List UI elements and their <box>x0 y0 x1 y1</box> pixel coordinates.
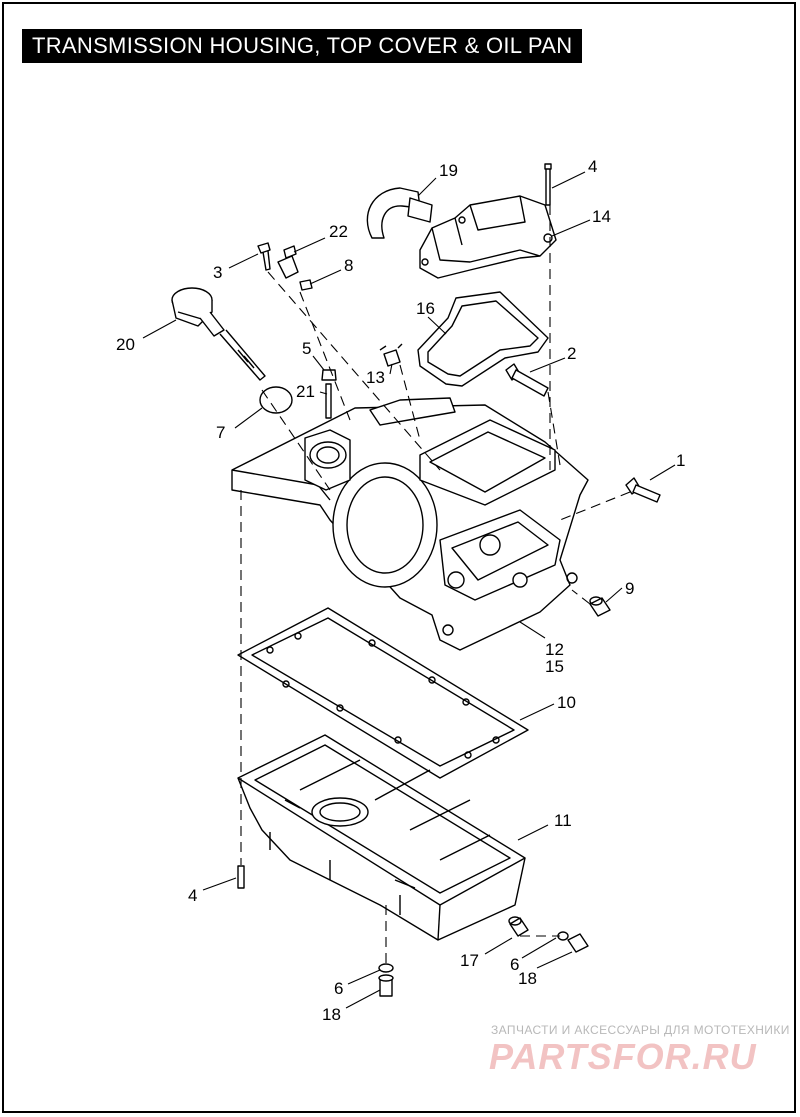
plug-part-5 <box>321 369 337 381</box>
bolt-part-2 <box>505 363 549 397</box>
oil-pan-part-11 <box>237 734 526 941</box>
callout-10: 10 <box>557 693 576 712</box>
leader-lines <box>142 171 676 1009</box>
callout-6-bottom: 6 <box>334 979 343 998</box>
callout-labels: 19 4 14 22 3 8 16 20 5 2 13 21 7 1 9 12 … <box>116 157 685 1024</box>
plug-part-18-right <box>567 933 589 953</box>
stud-part-21 <box>325 383 332 419</box>
callout-18-right: 18 <box>518 969 537 988</box>
washer-part-6-bottom <box>378 963 394 973</box>
callout-20: 20 <box>116 335 135 354</box>
o-ring-part-7 <box>259 386 293 414</box>
callout-7: 7 <box>216 423 225 442</box>
callout-16: 16 <box>416 299 435 318</box>
sensor-part-22 <box>277 245 299 279</box>
callout-8: 8 <box>344 256 353 275</box>
bolt-part-4-bottom <box>237 865 245 889</box>
plug-part-17 <box>508 916 529 937</box>
callout-4-top: 4 <box>588 157 597 176</box>
callout-18-bottom: 18 <box>322 1005 341 1024</box>
callout-5: 5 <box>302 339 311 358</box>
callout-2: 2 <box>567 344 576 363</box>
diagram-title: TRANSMISSION HOUSING, TOP COVER & OIL PA… <box>22 29 583 63</box>
screw-part-3 <box>257 242 271 271</box>
assembly-lines <box>240 205 631 965</box>
oil-pan-gasket-part-10 <box>237 607 529 779</box>
neutral-switch-part-13 <box>379 343 403 367</box>
callout-15: 15 <box>545 657 564 676</box>
dowel-part-9 <box>589 596 611 617</box>
callout-11: 11 <box>554 811 572 830</box>
top-cover-part-14 <box>419 195 557 279</box>
top-cover-gasket-part-16 <box>417 291 549 387</box>
callout-1: 1 <box>676 451 685 470</box>
watermark-tagline: ЗАПЧАСТИ И АКСЕССУАРЫ ДЛЯ МОТОТЕХНИКИ <box>491 1023 790 1037</box>
callout-17: 17 <box>460 951 479 970</box>
callout-12: 12 <box>545 640 564 659</box>
callout-4-bottom: 4 <box>188 886 197 905</box>
callout-9: 9 <box>625 579 634 598</box>
callout-21: 21 <box>296 382 315 401</box>
callout-3: 3 <box>213 263 222 282</box>
bolt-part-4-top <box>544 163 552 206</box>
plug-part-18-bottom <box>378 974 394 997</box>
watermark-logo: PARTSFOR.RU <box>489 1036 757 1077</box>
bolt-part-1 <box>625 477 661 503</box>
callout-14: 14 <box>592 207 611 226</box>
dipstick-part-20 <box>171 287 266 381</box>
pin-part-8 <box>299 279 313 291</box>
callout-22: 22 <box>329 222 348 241</box>
transmission-housing-part-12 <box>231 397 589 651</box>
callout-13: 13 <box>366 368 385 387</box>
breather-tube-part-19 <box>366 187 433 239</box>
callout-6-right: 6 <box>510 955 519 974</box>
callout-19: 19 <box>439 161 458 180</box>
